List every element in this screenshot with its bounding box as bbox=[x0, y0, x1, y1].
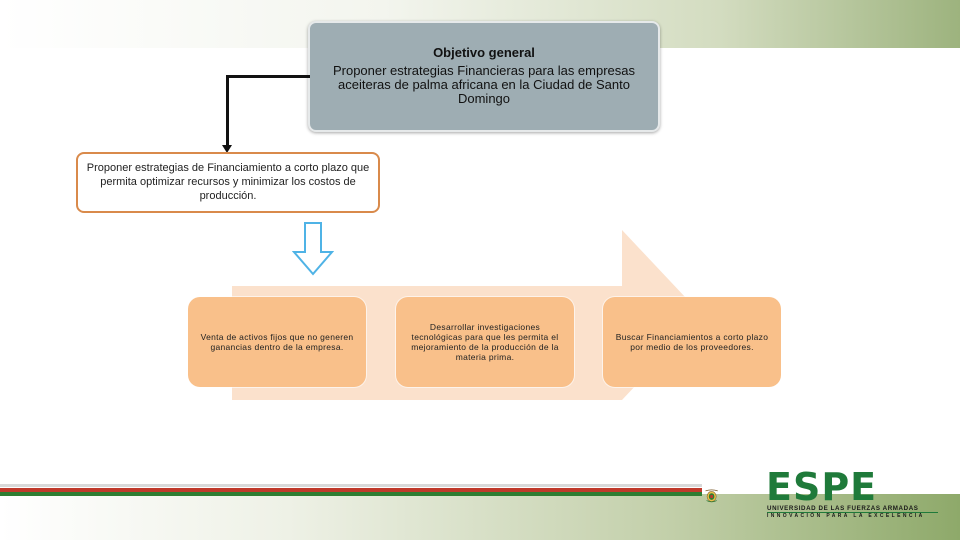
espe-crest-icon bbox=[705, 489, 718, 503]
footer-gradient-band bbox=[0, 494, 960, 540]
university-name: UNIVERSIDAD DE LAS FUERZAS ARMADAS bbox=[767, 505, 919, 512]
connector-arrowhead-icon bbox=[222, 145, 232, 153]
general-objective-title: Objetivo general bbox=[433, 45, 535, 60]
strategy-card: Desarrollar investigaciones tecnológicas… bbox=[396, 297, 574, 387]
footer-red-stripe bbox=[0, 488, 702, 492]
down-arrow-icon bbox=[292, 222, 334, 276]
footer-green-stripe bbox=[0, 492, 702, 496]
general-objective-text: Proponer estrategias Financieras para la… bbox=[332, 63, 636, 106]
footer-gray-stripe bbox=[0, 484, 702, 487]
strategy-card-text: Buscar Financiamientos a corto plazo por… bbox=[615, 332, 769, 352]
general-objective-box: Objetivo general Proponer estrategias Fi… bbox=[308, 21, 660, 132]
connector-horizontal bbox=[226, 75, 310, 78]
espe-logo-wordmark: ESPE bbox=[766, 465, 878, 509]
strategy-card-text: Venta de activos fijos que no generen ga… bbox=[200, 332, 354, 352]
strategy-card-text: Desarrollar investigaciones tecnológicas… bbox=[411, 322, 559, 362]
logo-divider bbox=[767, 512, 938, 513]
strategy-card: Buscar Financiamientos a corto plazo por… bbox=[603, 297, 781, 387]
connector-vertical bbox=[226, 75, 229, 147]
university-motto: INNOVACIÓN PARA LA EXCELENCIA bbox=[767, 513, 925, 519]
strategy-card: Venta de activos fijos que no generen ga… bbox=[188, 297, 366, 387]
short-term-strategy-box: Proponer estrategias de Financiamiento a… bbox=[76, 152, 380, 213]
